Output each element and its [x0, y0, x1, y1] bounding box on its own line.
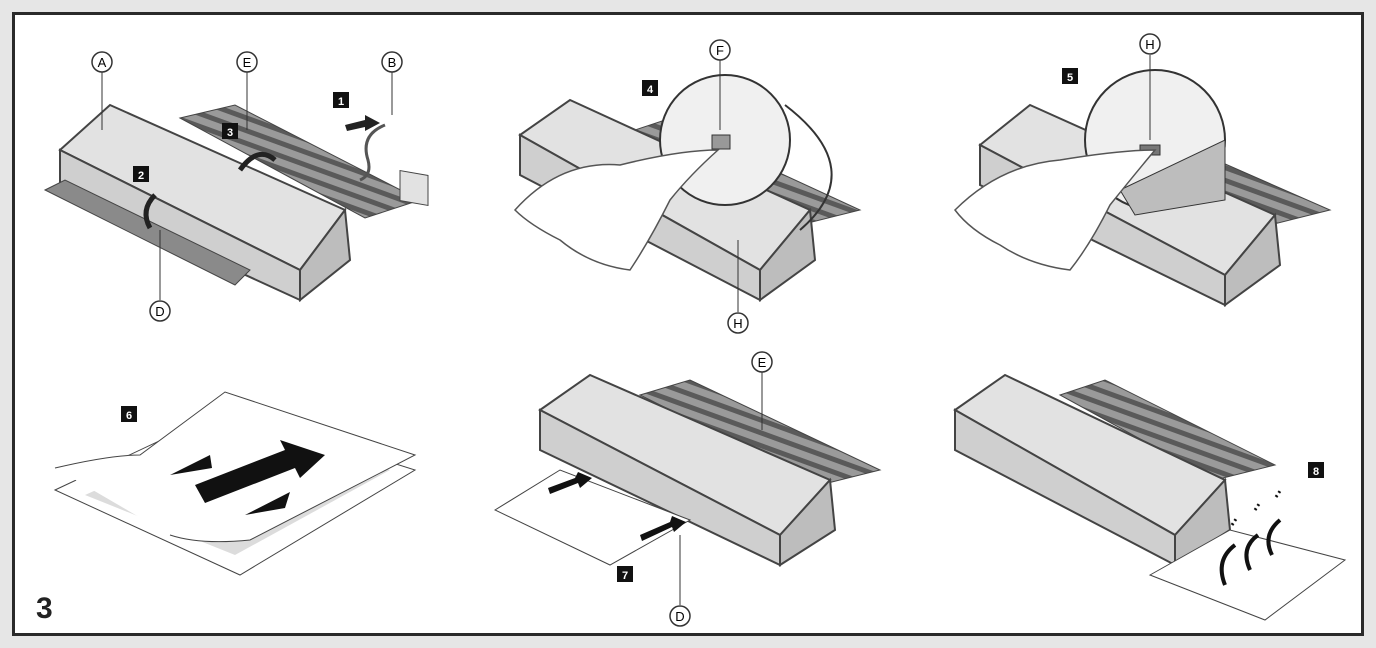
panel-cooling [953, 373, 1347, 621]
svg-text:8: 8 [1313, 466, 1319, 478]
panel-temperature-button [954, 69, 1332, 307]
svg-text:6: 6 [126, 410, 132, 422]
callout-h-button: H [1139, 33, 1161, 140]
step-marker-8: 8 [1308, 462, 1324, 478]
svg-text:E: E [243, 55, 252, 70]
laminator-right-end [299, 207, 352, 303]
front-tray [43, 179, 251, 286]
arrow-left [170, 455, 212, 475]
step-marker-1: 1 [333, 92, 349, 108]
step-marker-5: 5 [1062, 68, 1078, 84]
svg-text:3: 3 [227, 127, 233, 139]
svg-text:E: E [758, 355, 767, 370]
callout-a: A [91, 51, 113, 130]
callout-d-top: D [149, 230, 171, 322]
panel-pouch [53, 391, 417, 576]
step-marker-6: 6 [121, 406, 137, 422]
svg-text:5: 5 [1067, 72, 1073, 84]
step-marker-4: 4 [642, 80, 658, 96]
callout-e-top: E [236, 51, 258, 130]
plug-arrow [345, 115, 380, 131]
svg-text:D: D [675, 609, 684, 624]
callout-b: B [381, 51, 403, 115]
hand [513, 149, 720, 271]
svg-text:7: 7 [622, 570, 628, 582]
callout-e-bottom: E [751, 351, 773, 430]
laminated-sheet [1148, 529, 1347, 621]
rotate-arrow-rear [237, 151, 277, 172]
svg-text:4: 4 [647, 84, 654, 96]
panel-power-switch [513, 74, 862, 302]
arrow-main [195, 440, 325, 503]
step-marker-3: 3 [222, 123, 238, 139]
panel-overview [43, 103, 429, 303]
svg-text:2: 2 [138, 170, 144, 182]
callout-f: F [709, 39, 731, 130]
svg-text:H: H [1145, 37, 1154, 52]
svg-text:1: 1 [338, 96, 344, 108]
step-marker-2: 2 [133, 166, 149, 182]
svg-text:D: D [155, 304, 164, 319]
callout-h-switch: H [727, 240, 749, 334]
pouch-sheet [493, 469, 692, 566]
svg-text:H: H [733, 316, 742, 331]
step-marker-7: 7 [617, 566, 633, 582]
svg-text:A: A [98, 55, 107, 70]
svg-text:B: B [388, 55, 397, 70]
power-cable [359, 123, 386, 182]
rotate-arrow-front [143, 193, 157, 230]
callout-d-bottom: D [669, 535, 691, 627]
arrow-right [245, 492, 290, 515]
panel-feeding [493, 373, 882, 567]
figure-number: 3 [36, 592, 53, 625]
wall-socket [399, 169, 429, 207]
svg-text:F: F [716, 43, 724, 58]
